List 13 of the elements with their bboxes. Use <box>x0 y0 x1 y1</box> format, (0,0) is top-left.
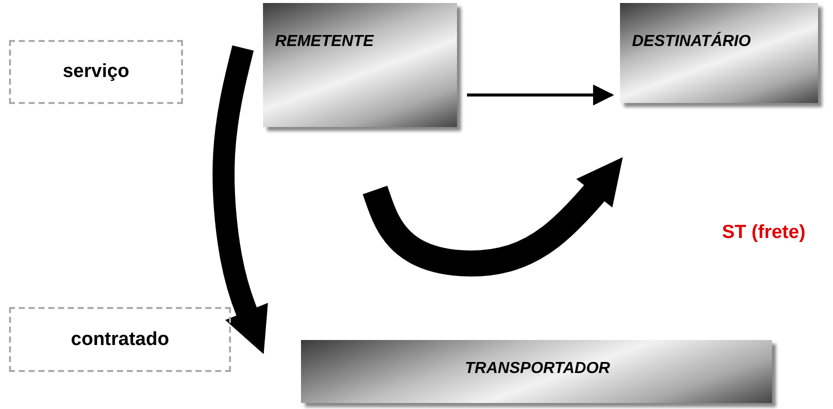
gradient-box <box>620 3 818 103</box>
node-label: REMETENTE <box>275 33 374 50</box>
dashed-box <box>9 307 231 372</box>
note-text: ST (frete) <box>722 222 806 244</box>
arrow <box>362 157 623 276</box>
node-label: contratado <box>70 328 170 350</box>
node-label: serviço <box>62 61 130 83</box>
gradient-box <box>301 340 772 403</box>
dashed-box <box>9 40 183 104</box>
arrow <box>467 84 614 106</box>
node-label: TRANSPORTADOR <box>464 360 610 377</box>
gradient-box <box>263 3 457 127</box>
node-label: DESTINATÁRIO <box>632 33 751 50</box>
